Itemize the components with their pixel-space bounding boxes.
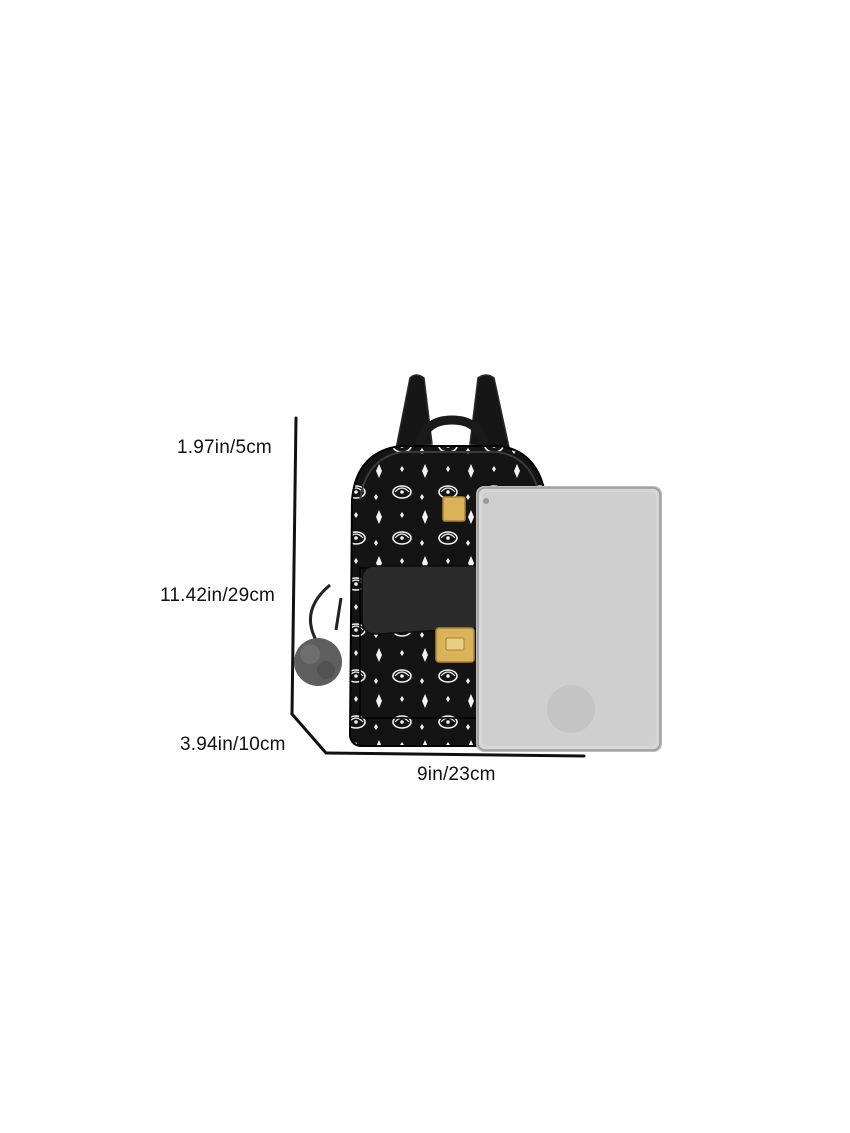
width-dimension-label: 9in/23cm <box>417 764 496 785</box>
pocket-flap <box>361 565 483 635</box>
logo-smudge <box>547 685 595 733</box>
gold-plate <box>442 496 466 522</box>
dimension-lines <box>290 416 586 758</box>
tablet-image <box>476 486 662 752</box>
height-line <box>290 416 298 716</box>
depth-dimension-label: 3.94in/10cm <box>180 734 286 755</box>
top-dimension-label: 1.97in/5cm <box>177 437 272 458</box>
width-line <box>324 751 586 758</box>
pompom-charm <box>294 583 342 686</box>
depth-line <box>290 712 328 755</box>
camera-dot <box>483 498 489 504</box>
height-dimension-label: 11.42in/29cm <box>160 585 276 606</box>
